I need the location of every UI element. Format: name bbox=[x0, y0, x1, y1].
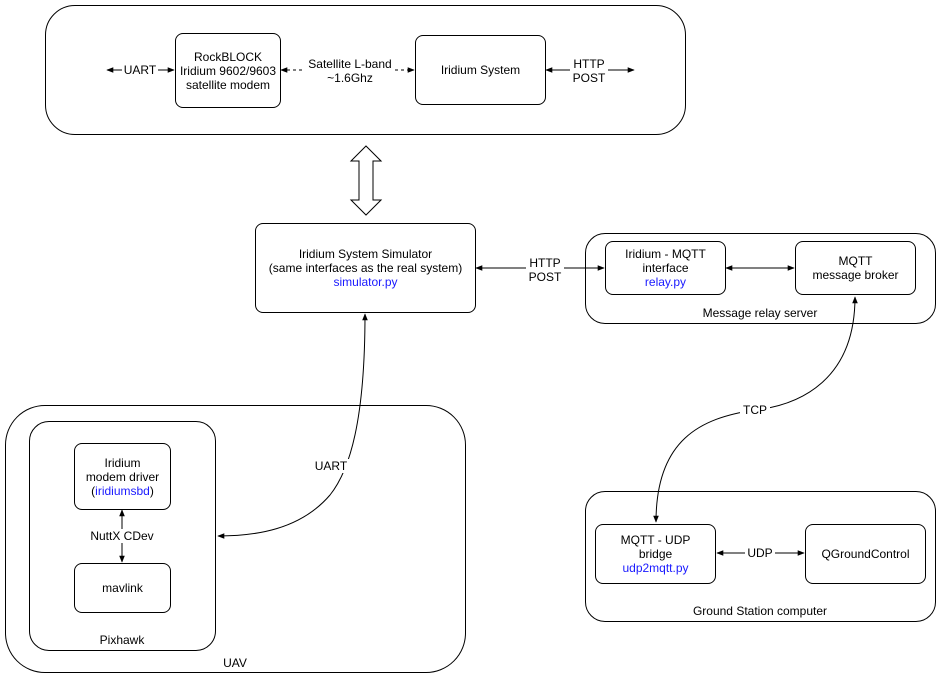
udp-label: UDP bbox=[745, 546, 775, 560]
driver-paren-close: ) bbox=[149, 483, 154, 498]
simulator-node: Iridium System Simulator (same interface… bbox=[255, 223, 476, 313]
rockblock-modem-node: RockBLOCK Iridium 9602/9603 satellite mo… bbox=[175, 33, 281, 108]
iridium-mqtt-interface-node: Iridium - MQTT interface relay.py bbox=[605, 241, 726, 295]
simulator-line1: Iridium System Simulator bbox=[298, 247, 433, 261]
uav-title: UAV bbox=[223, 656, 247, 670]
rockblock-line2: Iridium 9602/9603 bbox=[179, 63, 277, 78]
udp2mqtt-file-link[interactable]: udp2mqtt.py bbox=[622, 561, 689, 575]
simulator-file-link[interactable]: simulator.py bbox=[333, 275, 398, 289]
http-line1: HTTP bbox=[573, 57, 605, 71]
mavlink-label: mavlink bbox=[102, 581, 143, 595]
iridiumsbd-link[interactable]: iridiumsbd bbox=[95, 483, 150, 498]
iridium-system-label: Iridium System bbox=[440, 63, 521, 77]
mavlink-node: mavlink bbox=[74, 563, 171, 613]
simulator-line2: (same interfaces as the real system) bbox=[268, 261, 463, 275]
pixhawk-title: Pixhawk bbox=[99, 633, 145, 647]
ground-station-title: Ground Station computer bbox=[692, 604, 828, 618]
iridium-system-node: Iridium System bbox=[415, 35, 546, 105]
bridge-line2: bridge bbox=[638, 547, 673, 561]
satellite-link-label: Satellite L-band ~1.6Ghz bbox=[305, 57, 395, 85]
driver-paren-open: ( bbox=[91, 483, 96, 498]
rockblock-line3: satellite modem bbox=[185, 77, 271, 92]
uart-external-label: UART bbox=[122, 63, 158, 77]
uart-sim-pixhawk-connector bbox=[217, 313, 368, 539]
tcp-label: TCP bbox=[740, 403, 770, 417]
broker-line1: MQTT bbox=[838, 254, 873, 268]
sim-http-post-label: HTTP POST bbox=[526, 256, 564, 284]
rockblock-line1: RockBLOCK bbox=[193, 49, 263, 64]
equivalence-double-arrow bbox=[349, 145, 383, 216]
iridium-modem-driver-node: Iridium modem driver (iridiumsbd) bbox=[74, 443, 171, 510]
driver-line2: modem driver bbox=[85, 469, 160, 484]
http-line2: POST bbox=[572, 71, 606, 85]
satellite-line1: Satellite L-band bbox=[308, 57, 392, 71]
uart-link-label: UART bbox=[312, 459, 350, 473]
interface-line2: interface bbox=[642, 261, 689, 275]
driver-line3: (iridiumsbd) bbox=[91, 484, 154, 498]
qgc-label: QGroundControl bbox=[821, 547, 910, 561]
satellite-line2: ~1.6Ghz bbox=[327, 71, 373, 85]
http-post-external-label: HTTP POST bbox=[570, 57, 608, 85]
driver-line1: Iridium bbox=[104, 455, 141, 470]
sim-http-line1: HTTP bbox=[529, 256, 561, 270]
bridge-line1: MQTT - UDP bbox=[620, 533, 691, 547]
broker-line2: message broker bbox=[812, 268, 899, 282]
mqtt-udp-bridge-node: MQTT - UDP bridge udp2mqtt.py bbox=[595, 524, 716, 584]
interface-line1: Iridium - MQTT bbox=[625, 247, 706, 261]
sim-http-line2: POST bbox=[528, 270, 562, 284]
relay-file-link[interactable]: relay.py bbox=[644, 275, 687, 289]
qgroundcontrol-node: QGroundControl bbox=[805, 524, 926, 584]
relay-server-title: Message relay server bbox=[702, 306, 818, 320]
nuttx-cdev-label: NuttX CDev bbox=[82, 529, 162, 543]
mqtt-broker-node: MQTT message broker bbox=[795, 241, 916, 295]
